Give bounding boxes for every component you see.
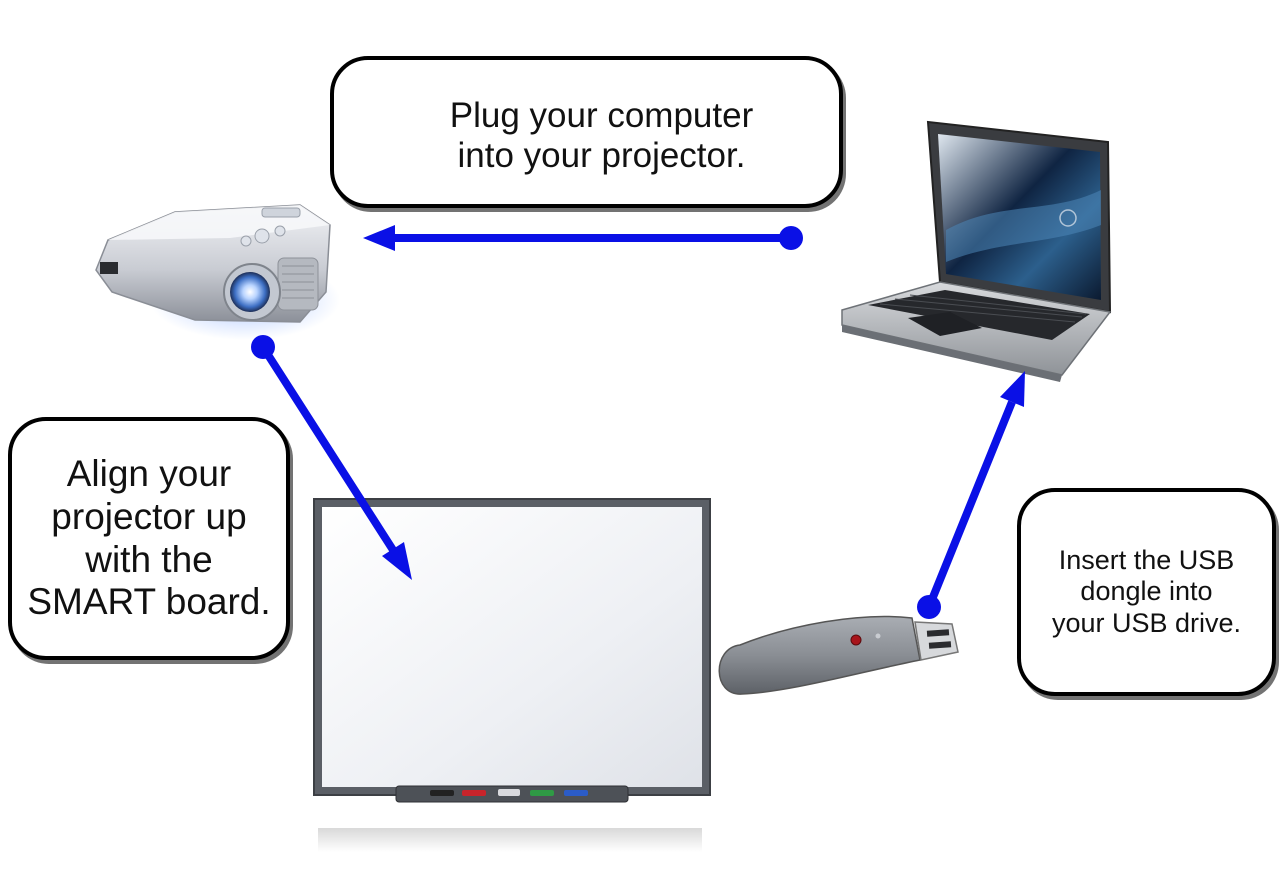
projector-icon [96,205,340,340]
arrow-laptop-to-projector [363,225,803,251]
laptop-icon [842,122,1110,382]
smart-board-icon [314,499,710,852]
callout-computer-to-projector: Plug your computer into your projector. [330,56,843,208]
callout-usb-dongle-text: Insert the USB dongle into your USB driv… [1052,545,1241,638]
arrow-dongle-to-laptop [917,371,1025,619]
callout-usb-dongle: Insert the USB dongle into your USB driv… [1017,488,1276,696]
callout-align-projector-text: Align your projector up with the SMART b… [27,453,270,623]
callout-computer-to-projector-text: Plug your computer into your projector. [450,96,753,177]
callout-align-projector: Align your projector up with the SMART b… [8,417,290,660]
usb-dongle-icon [719,617,958,695]
